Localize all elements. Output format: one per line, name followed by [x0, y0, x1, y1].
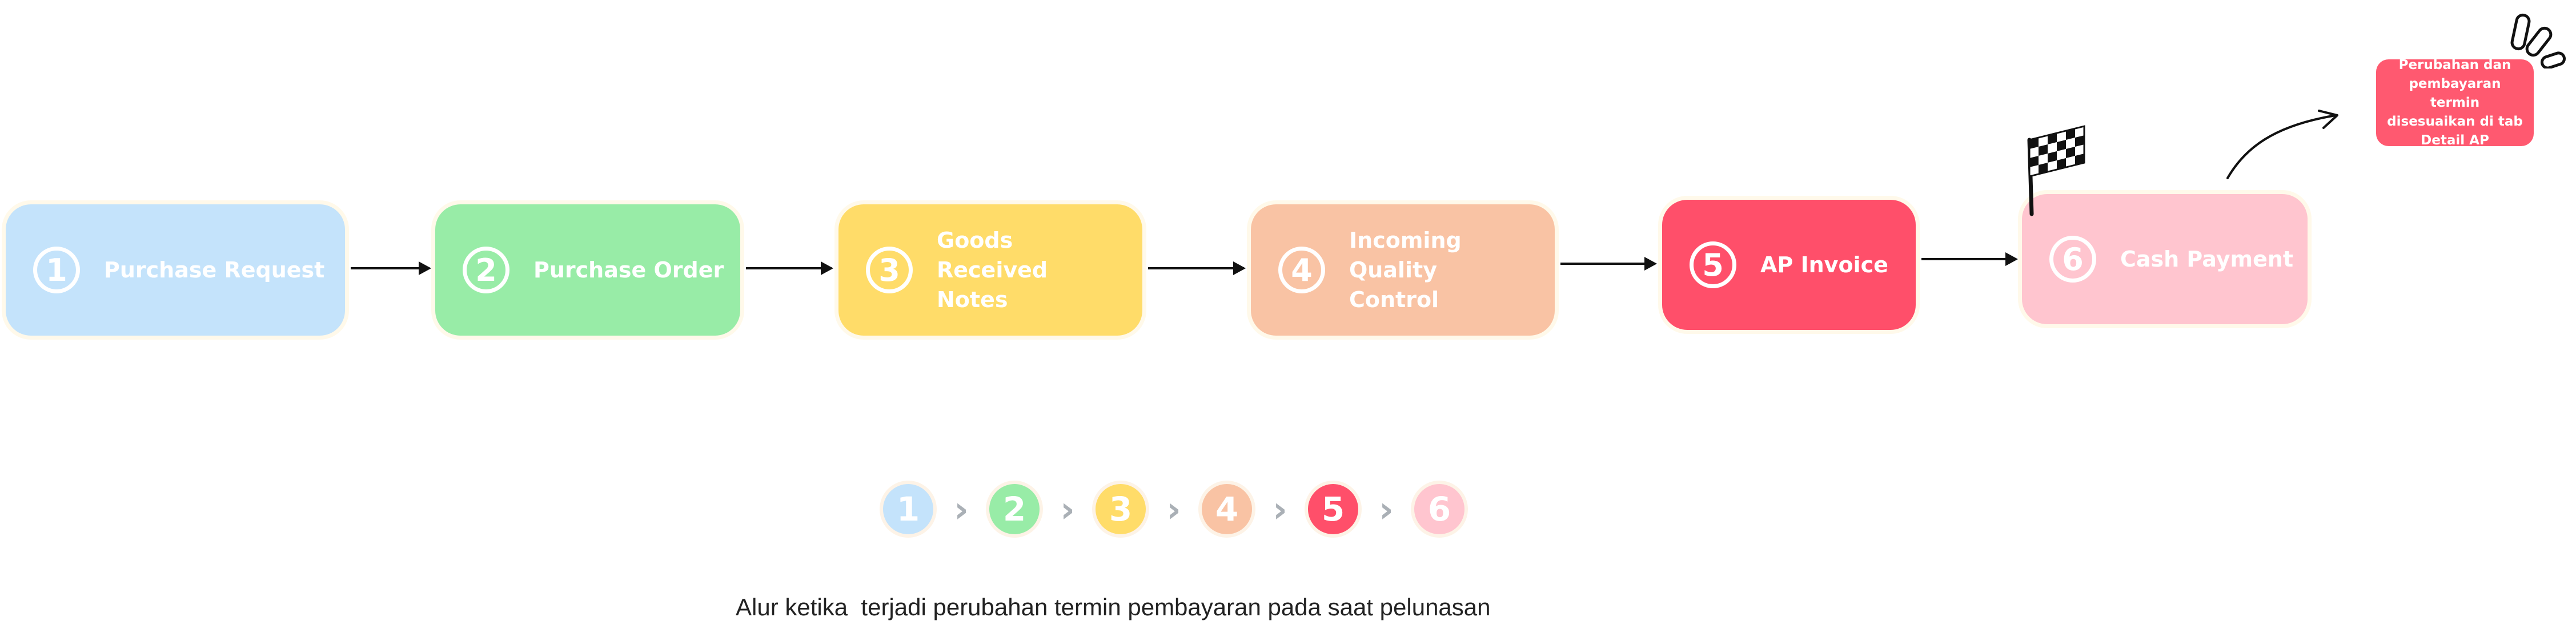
connector-arrow-2-3 [746, 261, 833, 275]
stepper-dot-6: 6 [1411, 481, 1468, 538]
step-box-6: 6 Cash Payment [2022, 194, 2308, 324]
step-box-3: 3 Goods Received Notes [838, 204, 1142, 336]
checkered-flag-icon [2027, 125, 2085, 216]
note-text: Perubahan dan pembayaran termin disesuai… [2387, 57, 2523, 148]
step-label-5: AP Invoice [1760, 252, 1888, 277]
step-box-1: 1 Purchase Request [6, 204, 345, 336]
step-number-6: 6 [2049, 236, 2096, 283]
chevron-right-icon: › [1060, 488, 1075, 530]
note-box: Perubahan dan pembayaran termin disesuai… [2376, 58, 2534, 148]
step-number-1: 1 [33, 247, 80, 293]
chevron-right-icon: › [954, 488, 969, 530]
step-number-3: 3 [866, 247, 913, 293]
step-box-2: 2 Purchase Order [435, 204, 740, 336]
step-label-2: Purchase Order [533, 257, 724, 283]
sparkle-icon [2510, 13, 2566, 68]
connector-arrow-1-2 [351, 261, 431, 275]
step-label-4: Incoming Quality Control [1349, 228, 1462, 312]
stepper-dot-4: 4 [1198, 481, 1255, 538]
step-label-1: Purchase Request [104, 257, 325, 283]
stepper-dot-3: 3 [1092, 481, 1149, 538]
connector-arrow-3-4 [1148, 261, 1246, 275]
chevron-right-icon: › [1379, 488, 1394, 530]
step-label-3: Goods Received Notes [937, 228, 1048, 312]
stepper-dot-2: 2 [986, 481, 1043, 538]
step-box-5: 5 AP Invoice [1662, 200, 1916, 330]
chevron-right-icon: › [1273, 488, 1287, 530]
stepper-dot-5: 5 [1305, 481, 1362, 538]
connector-arrow-4-5 [1560, 257, 1657, 271]
step-number-2: 2 [463, 247, 509, 293]
step-box-4: 4 Incoming Quality Control [1251, 204, 1555, 336]
chevron-right-icon: › [1166, 488, 1181, 530]
step-number-5: 5 [1690, 241, 1736, 288]
step-number-4: 4 [1278, 247, 1325, 293]
progress-stepper: 1 › 2 › 3 › 4 › 5 › 6 [880, 481, 1468, 538]
connector-arrow-5-6 [1921, 252, 2018, 266]
stepper-dot-1: 1 [880, 481, 937, 538]
step-label-6: Cash Payment [2120, 247, 2294, 272]
curved-arrow-icon [2226, 110, 2338, 179]
diagram-caption: Alur ketika terjadi perubahan termin pem… [736, 594, 1491, 620]
